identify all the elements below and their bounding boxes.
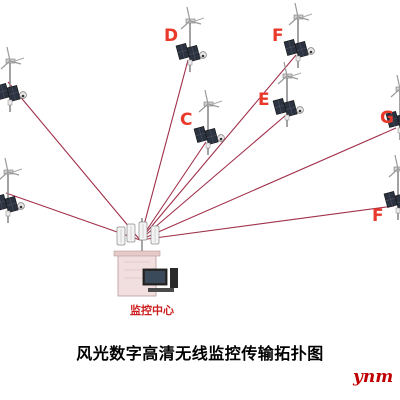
node-label-d: D bbox=[164, 26, 179, 46]
link-line-d bbox=[139, 59, 189, 241]
station-d-icon bbox=[175, 6, 208, 73]
link-line-e bbox=[139, 114, 287, 241]
link-line-f-top bbox=[139, 54, 297, 241]
link-line-c bbox=[139, 141, 207, 241]
link-lines bbox=[5, 54, 397, 241]
node-label-g: G bbox=[380, 108, 394, 128]
node-label-f-right: F bbox=[372, 206, 384, 226]
node-label-f-top: F bbox=[272, 26, 284, 46]
diagram-title: 风光数字高清无线监控传输拓扑图 bbox=[76, 344, 324, 363]
link-line-f-right bbox=[139, 205, 395, 241]
node-label-e: E bbox=[258, 90, 270, 110]
center-computer-icon bbox=[142, 268, 178, 292]
watermark: ynm bbox=[353, 367, 394, 387]
station-f-right-icon bbox=[383, 154, 400, 221]
station-left-bottom-icon bbox=[0, 157, 26, 224]
remote-stations bbox=[0, 2, 400, 224]
station-f-top-icon bbox=[283, 2, 316, 69]
center-label: 监控中心 bbox=[130, 304, 174, 317]
station-left-top-icon bbox=[0, 46, 28, 113]
node-label-c: C bbox=[180, 110, 193, 130]
link-line-left-top bbox=[7, 81, 141, 241]
link-line-g bbox=[139, 127, 397, 241]
station-e-icon bbox=[272, 61, 305, 128]
monitoring-center bbox=[113, 218, 178, 297]
